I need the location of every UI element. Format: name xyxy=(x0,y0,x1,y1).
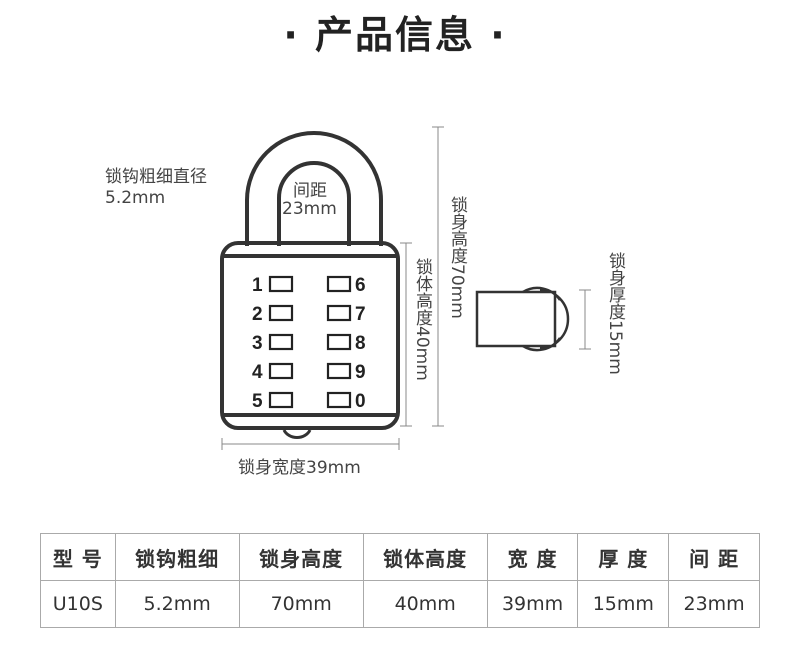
lock-body xyxy=(220,241,400,430)
dial-digit: 3 xyxy=(252,333,263,354)
dial-window xyxy=(268,304,294,322)
table-header-cell: 间 距 xyxy=(668,533,760,581)
table-header-cell: 型 号 xyxy=(40,533,116,581)
table-cell: 5.2mm xyxy=(114,580,240,628)
dial-digit: 0 xyxy=(355,391,366,412)
bottom-bump xyxy=(282,429,312,439)
hook-label: 锁钩粗细直径 xyxy=(105,167,207,187)
thickness-label: 锁身厚度15mm xyxy=(605,252,625,375)
table-header-cell: 宽 度 xyxy=(486,533,579,581)
dial-digit: 7 xyxy=(355,304,366,325)
dial-window xyxy=(268,333,294,351)
table-cell: 70mm xyxy=(238,580,364,628)
dial-digit: 4 xyxy=(252,362,263,383)
dial-digit: 8 xyxy=(355,333,366,354)
body-height-label: 锁身高度70mm xyxy=(447,196,467,319)
side-view xyxy=(475,286,570,352)
table-header-cell: 锁体高度 xyxy=(362,533,488,581)
dial-digit: 5 xyxy=(252,391,263,412)
dial-window xyxy=(326,304,352,322)
table-cell: 39mm xyxy=(486,580,579,628)
table-header-cell: 锁钩粗细 xyxy=(114,533,240,581)
table-cell: U10S xyxy=(40,580,116,628)
dial-window xyxy=(326,362,352,380)
gap-value: 23mm xyxy=(282,199,337,219)
gap-label: 间距 xyxy=(293,181,327,201)
dial-window xyxy=(326,391,352,409)
dial-digit: 9 xyxy=(355,362,366,383)
table-cell: 15mm xyxy=(577,580,670,628)
table-cell: 23mm xyxy=(668,580,760,628)
table-cell: 40mm xyxy=(362,580,488,628)
dial-digit: 2 xyxy=(252,304,263,325)
shackle-inner xyxy=(277,161,351,246)
dial-digit: 1 xyxy=(252,275,263,296)
shackle xyxy=(245,131,383,246)
hook-value: 5.2mm xyxy=(105,188,166,208)
dial-digit: 6 xyxy=(355,275,366,296)
dial-window xyxy=(326,333,352,351)
dial-window xyxy=(268,362,294,380)
page-title: · 产品信息 · xyxy=(283,13,507,57)
dial-window xyxy=(326,275,352,293)
table-header-row: 型 号锁钩粗细锁身高度锁体高度宽 度厚 度间 距 xyxy=(40,533,760,581)
dial-window xyxy=(268,391,294,409)
width-label: 锁身宽度39mm xyxy=(238,458,361,478)
dial-window xyxy=(268,275,294,293)
table-header-cell: 厚 度 xyxy=(577,533,670,581)
lock-body-height-label: 锁体高度40mm xyxy=(412,258,432,381)
table-header-cell: 锁身高度 xyxy=(238,533,364,581)
